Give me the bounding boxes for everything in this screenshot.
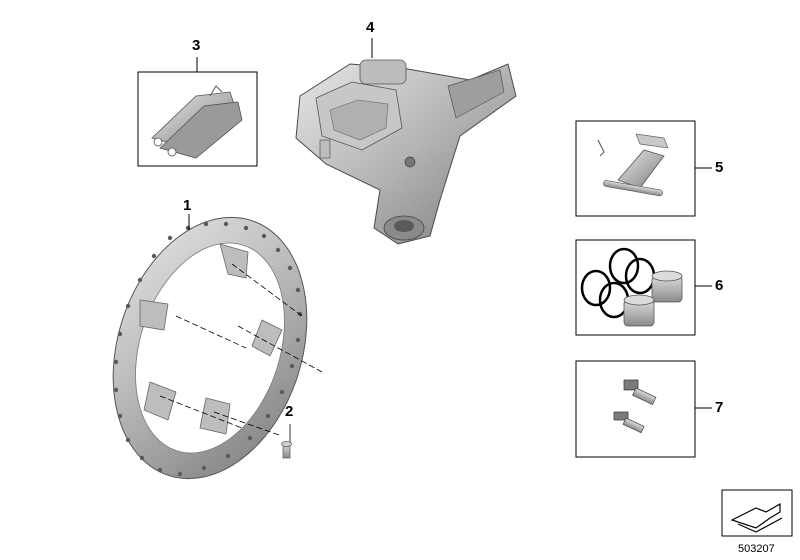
callout-5: 5	[715, 159, 724, 176]
callout-7: 7	[715, 399, 724, 416]
brake-caliper[interactable]	[295, 38, 517, 245]
diagram-direction-icon	[721, 489, 793, 537]
disc-bolt[interactable]	[281, 424, 292, 459]
callout-3: 3	[192, 37, 201, 54]
pin-kit-box[interactable]	[575, 120, 712, 217]
brake-pads-box[interactable]	[137, 57, 258, 167]
callout-1: 1	[183, 197, 192, 214]
callout-4: 4	[366, 19, 375, 36]
brake-disc[interactable]	[81, 192, 339, 504]
diagram-id: 503207	[738, 543, 775, 555]
piston-kit-box[interactable]	[575, 239, 712, 336]
bleeder-kit-box[interactable]	[575, 360, 712, 458]
callout-2: 2	[285, 403, 294, 420]
callout-6: 6	[715, 277, 724, 294]
